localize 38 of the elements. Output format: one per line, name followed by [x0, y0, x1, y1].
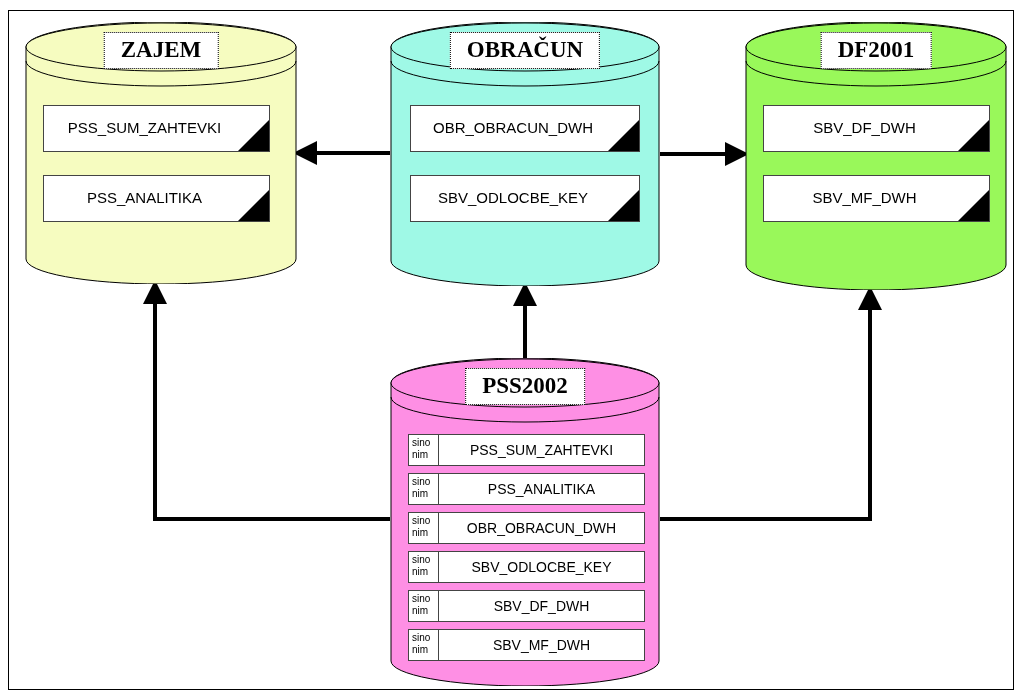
table-name: PSS_SUM_ZAHTEVKI — [468, 440, 615, 460]
table-name: SBV_DF_DWH — [813, 118, 917, 139]
synonym-row — [408, 551, 645, 583]
table-name: OBR_OBRACUN_DWH — [465, 518, 618, 538]
table-name: SBV_DF_DWH — [492, 596, 591, 616]
synonym-tag: sino nim — [409, 513, 439, 543]
database-title: ZAJEM — [103, 32, 219, 69]
synonym-tag: sino nim — [409, 474, 439, 504]
database-cylinder — [25, 22, 297, 284]
synonym-row — [408, 473, 645, 505]
table-name: SBV_ODLOCBE_KEY — [437, 188, 590, 209]
synonym-row — [408, 434, 645, 466]
database-title: OBRAČUN — [449, 32, 601, 69]
table-name: PSS_ANALITIKA — [486, 479, 597, 499]
database-cylinder — [745, 22, 1007, 290]
table-box — [763, 175, 990, 222]
table-name: SBV_MF_DWH — [491, 635, 592, 655]
database-cylinder — [390, 22, 660, 286]
database-title: DF2001 — [820, 32, 932, 69]
synonym-tag: sino nim — [409, 435, 439, 465]
table-name: OBR_OBRACUN_DWH — [433, 118, 594, 139]
table-name: PSS_ANALITIKA — [86, 188, 204, 209]
synonym-row — [408, 629, 645, 661]
database-title: PSS2002 — [465, 368, 585, 405]
table-name: PSS_SUM_ZAHTEVKI — [67, 118, 223, 139]
table-box — [43, 175, 270, 222]
synonym-row — [408, 590, 645, 622]
database-cylinder — [390, 358, 660, 686]
table-box — [763, 105, 990, 152]
synonym-tag: sino nim — [409, 552, 439, 582]
synonym-row — [408, 512, 645, 544]
table-box — [43, 105, 270, 152]
synonym-tag: sino nim — [409, 630, 439, 660]
table-name: SBV_MF_DWH — [812, 188, 918, 209]
table-box — [410, 175, 640, 222]
synonym-tag: sino nim — [409, 591, 439, 621]
table-name: SBV_ODLOCBE_KEY — [470, 557, 613, 577]
table-box — [410, 105, 640, 152]
